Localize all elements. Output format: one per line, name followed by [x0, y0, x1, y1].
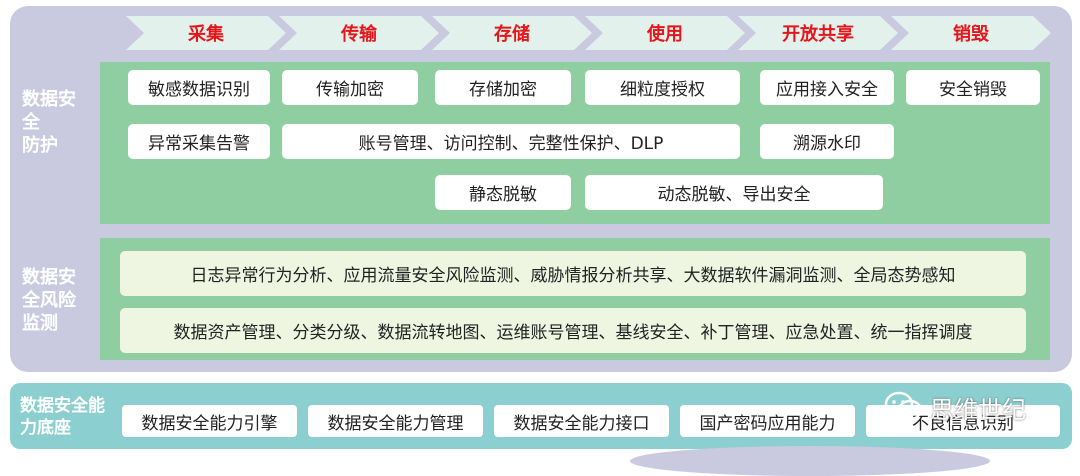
chevron-arrow-shape: [432, 16, 592, 50]
stage-arrow-destroy: 销毁: [891, 16, 1051, 50]
dynamic-masking-export-box: 动态脱敏、导出安全: [585, 175, 883, 210]
storage-encryption-box: 存储加密: [435, 70, 571, 105]
section-label-line: 数据安全: [22, 89, 76, 133]
static-masking-box: 静态脱敏: [435, 175, 571, 210]
capability-management-box: 数据安全能力管理: [308, 405, 483, 437]
stage-label: 销毁: [953, 24, 989, 45]
app-access-security-box: 应用接入安全: [760, 70, 894, 105]
bottom-decoration: [630, 446, 990, 476]
monitoring-bar-analysis: 日志异常行为分析、应用流量安全风险监测、威胁情报分析共享、大数据软件漏洞监测、全…: [120, 251, 1026, 296]
chevron-arrow-shape: [279, 16, 439, 50]
section-label-line: 监测: [22, 313, 58, 334]
secure-destroy-box: 安全销毁: [906, 70, 1040, 105]
stage-label: 传输: [341, 24, 377, 45]
chevron-arrow-shape: [891, 16, 1051, 50]
sensitive-data-identify-box: 敏感数据识别: [128, 70, 270, 105]
domestic-crypto-box: 国产密码应用能力: [680, 405, 855, 437]
bad-info-identify-box: 不良信息识别: [866, 405, 1060, 437]
stage-arrow-open-share: 开放共享: [738, 16, 898, 50]
capability-interface-box: 数据安全能力接口: [494, 405, 669, 437]
monitoring-section-label: 数据安全风险监测: [22, 266, 92, 335]
monitoring-bar-management: 数据资产管理、分类分级、数据流转地图、运维账号管理、基线安全、补丁管理、应急处置…: [120, 308, 1026, 353]
stage-label: 使用: [647, 24, 683, 45]
fine-grained-authorization-box: 细粒度授权: [585, 70, 740, 105]
wechat-icon: [884, 391, 923, 421]
watermark-text: 思维世纪: [930, 395, 1026, 424]
stage-label: 存储: [494, 24, 530, 45]
chevron-arrow-shape: [126, 16, 286, 50]
section-label-line: 数据安全能: [20, 396, 105, 416]
stage-arrow-store: 存储: [432, 16, 592, 50]
base-section-label: 数据安全能力底座: [20, 395, 116, 439]
section-label-line: 数据安: [22, 267, 76, 288]
stage-label: 开放共享: [782, 24, 854, 45]
watermark: 思维世纪: [884, 390, 1074, 424]
section-label-line: 防护: [22, 135, 58, 156]
chevron-arrow-shape: [585, 16, 745, 50]
section-label-line: 力底座: [20, 418, 71, 438]
abnormal-collection-alert-box: 异常采集告警: [128, 124, 270, 159]
account-access-control-box: 账号管理、访问控制、完整性保护、DLP: [282, 124, 740, 159]
trace-watermark-box: 溯源水印: [760, 124, 894, 159]
stage-arrow-transmit: 传输: [279, 16, 439, 50]
protection-section-label: 数据安全防护: [22, 88, 92, 157]
section-label-line: 全风险: [22, 290, 76, 311]
capability-engine-box: 数据安全能力引擎: [122, 405, 297, 437]
stage-label: 采集: [188, 24, 224, 45]
stage-arrow-use: 使用: [585, 16, 745, 50]
transport-encryption-box: 传输加密: [282, 70, 418, 105]
stage-arrow-collect: 采集: [126, 16, 286, 50]
chevron-arrow-shape: [738, 16, 898, 50]
